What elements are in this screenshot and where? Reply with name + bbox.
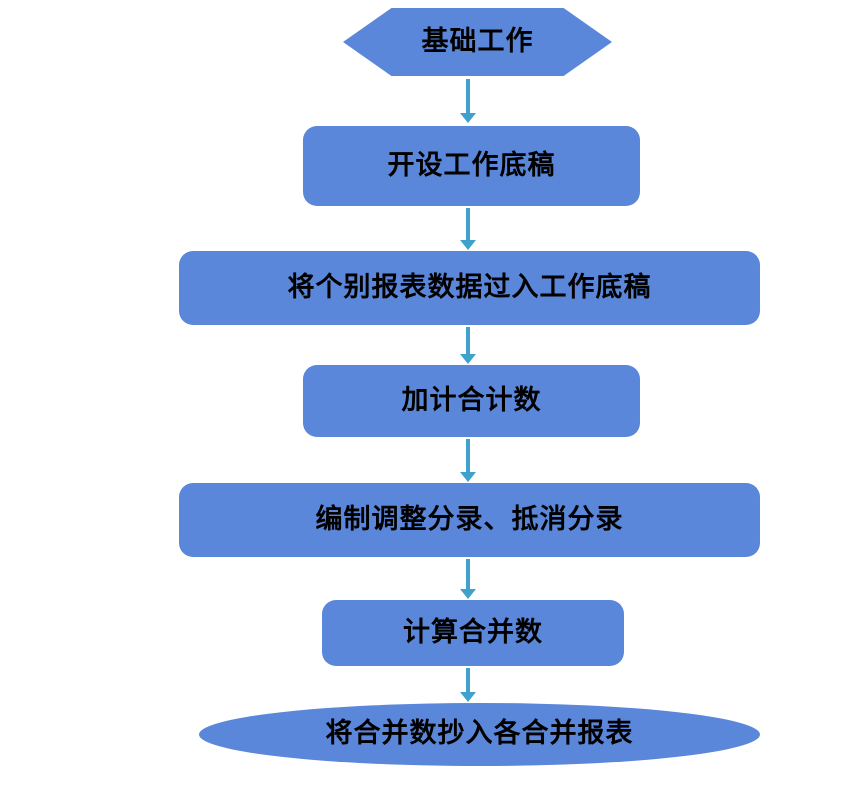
node-step-3: 加计合计数: [303, 365, 640, 437]
arrow-head: [460, 113, 476, 123]
arrow-line: [466, 208, 470, 240]
node-step-2-label: 将个别报表数据过入工作底稿: [287, 271, 652, 303]
node-step-3-label: 加计合计数: [401, 384, 542, 416]
arrow-line: [466, 79, 470, 113]
arrow-line: [466, 559, 470, 589]
arrow-head: [460, 589, 476, 599]
node-step-4: 编制调整分录、抵消分录: [179, 483, 760, 557]
node-step-1-label: 开设工作底稿: [387, 149, 556, 181]
node-end-label: 将合并数抄入各合并报表: [325, 718, 634, 750]
arrow-down-icon: [460, 327, 476, 364]
arrow-head: [460, 472, 476, 482]
node-step-1: 开设工作底稿: [303, 126, 640, 206]
arrow-head: [460, 354, 476, 364]
arrow-line: [466, 327, 470, 354]
arrow-head: [460, 692, 476, 702]
node-step-5-label: 计算合并数: [403, 616, 543, 648]
node-step-5: 计算合并数: [322, 600, 624, 666]
node-step-4-label: 编制调整分录、抵消分录: [315, 503, 624, 535]
node-start-hexagon: 基础工作: [343, 8, 612, 76]
arrow-down-icon: [460, 439, 476, 482]
arrow-line: [466, 439, 470, 472]
node-step-2: 将个别报表数据过入工作底稿: [179, 251, 760, 325]
arrow-down-icon: [460, 668, 476, 702]
node-start-label: 基础工作: [421, 25, 534, 57]
arrow-line: [466, 668, 470, 692]
arrow-down-icon: [460, 208, 476, 250]
arrow-down-icon: [460, 559, 476, 599]
arrow-down-icon: [460, 79, 476, 123]
arrow-head: [460, 240, 476, 250]
node-end-ellipse: 将合并数抄入各合并报表: [199, 703, 760, 766]
